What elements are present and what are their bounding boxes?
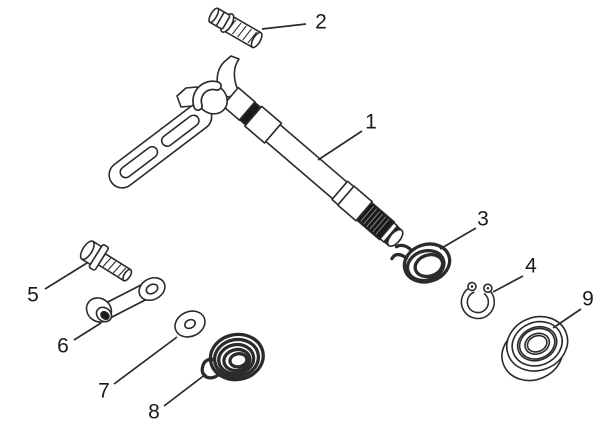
- part-label-3: 3: [477, 207, 489, 231]
- shaft-lever-arm: [108, 103, 213, 189]
- shaft-boss: [192, 80, 229, 115]
- part-label-6: 6: [57, 334, 69, 358]
- spring-clip-part: [390, 242, 452, 284]
- washer-part: [174, 310, 206, 338]
- flanged-bolt-part: [79, 240, 133, 282]
- snap-ring-part: [460, 281, 496, 320]
- part-label-5: 5: [27, 283, 39, 307]
- part-label-7: 7: [98, 379, 110, 403]
- link-lever-part: [85, 276, 166, 323]
- part-label-9: 9: [582, 287, 594, 311]
- part-label-2: 2: [315, 10, 327, 34]
- torsion-spring-part: [200, 332, 265, 382]
- shaft-body: [221, 86, 404, 247]
- part-label-8: 8: [148, 400, 160, 424]
- ball-bearing-part: [501, 315, 569, 382]
- part-label-4: 4: [525, 254, 537, 278]
- flanged-screw-part: [208, 7, 263, 49]
- part-label-1: 1: [365, 110, 377, 134]
- leader-lines: [44, 23, 582, 407]
